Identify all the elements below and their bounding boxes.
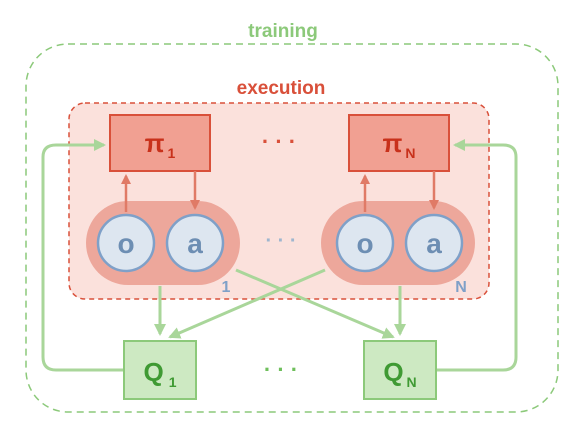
critic-n-to-policy-n-feedback xyxy=(436,139,518,372)
critic-n-box xyxy=(363,340,437,400)
policy-n-box xyxy=(348,114,450,172)
agent-n-index: N xyxy=(455,279,467,296)
agent-1-observation-node xyxy=(96,213,156,273)
agent-n-observation-node xyxy=(335,213,395,273)
critic-1-to-policy-1-feedback xyxy=(41,139,124,372)
agent-1-index: 1 xyxy=(222,279,231,296)
training-label: training xyxy=(248,21,318,42)
agent-1-observation-label: o xyxy=(117,228,134,259)
agent-n-observation-label: o xyxy=(356,228,373,259)
ellipsis-policies: · · · xyxy=(262,129,296,154)
critic-1-box xyxy=(123,340,197,400)
policy-1-box xyxy=(109,114,211,172)
agent-1-action-node xyxy=(165,213,225,273)
execution-label: execution xyxy=(237,78,326,99)
ellipsis-agents: · · · xyxy=(265,230,296,252)
agent-n-action-label: a xyxy=(426,228,442,259)
agent-1-action-label: a xyxy=(187,228,203,259)
agent-n-action-node xyxy=(404,213,464,273)
agent-n-to-critic-1-arrow xyxy=(168,268,326,339)
agent-1-to-critic-n-arrow xyxy=(235,268,395,339)
ellipsis-critics: · · · xyxy=(264,357,298,382)
